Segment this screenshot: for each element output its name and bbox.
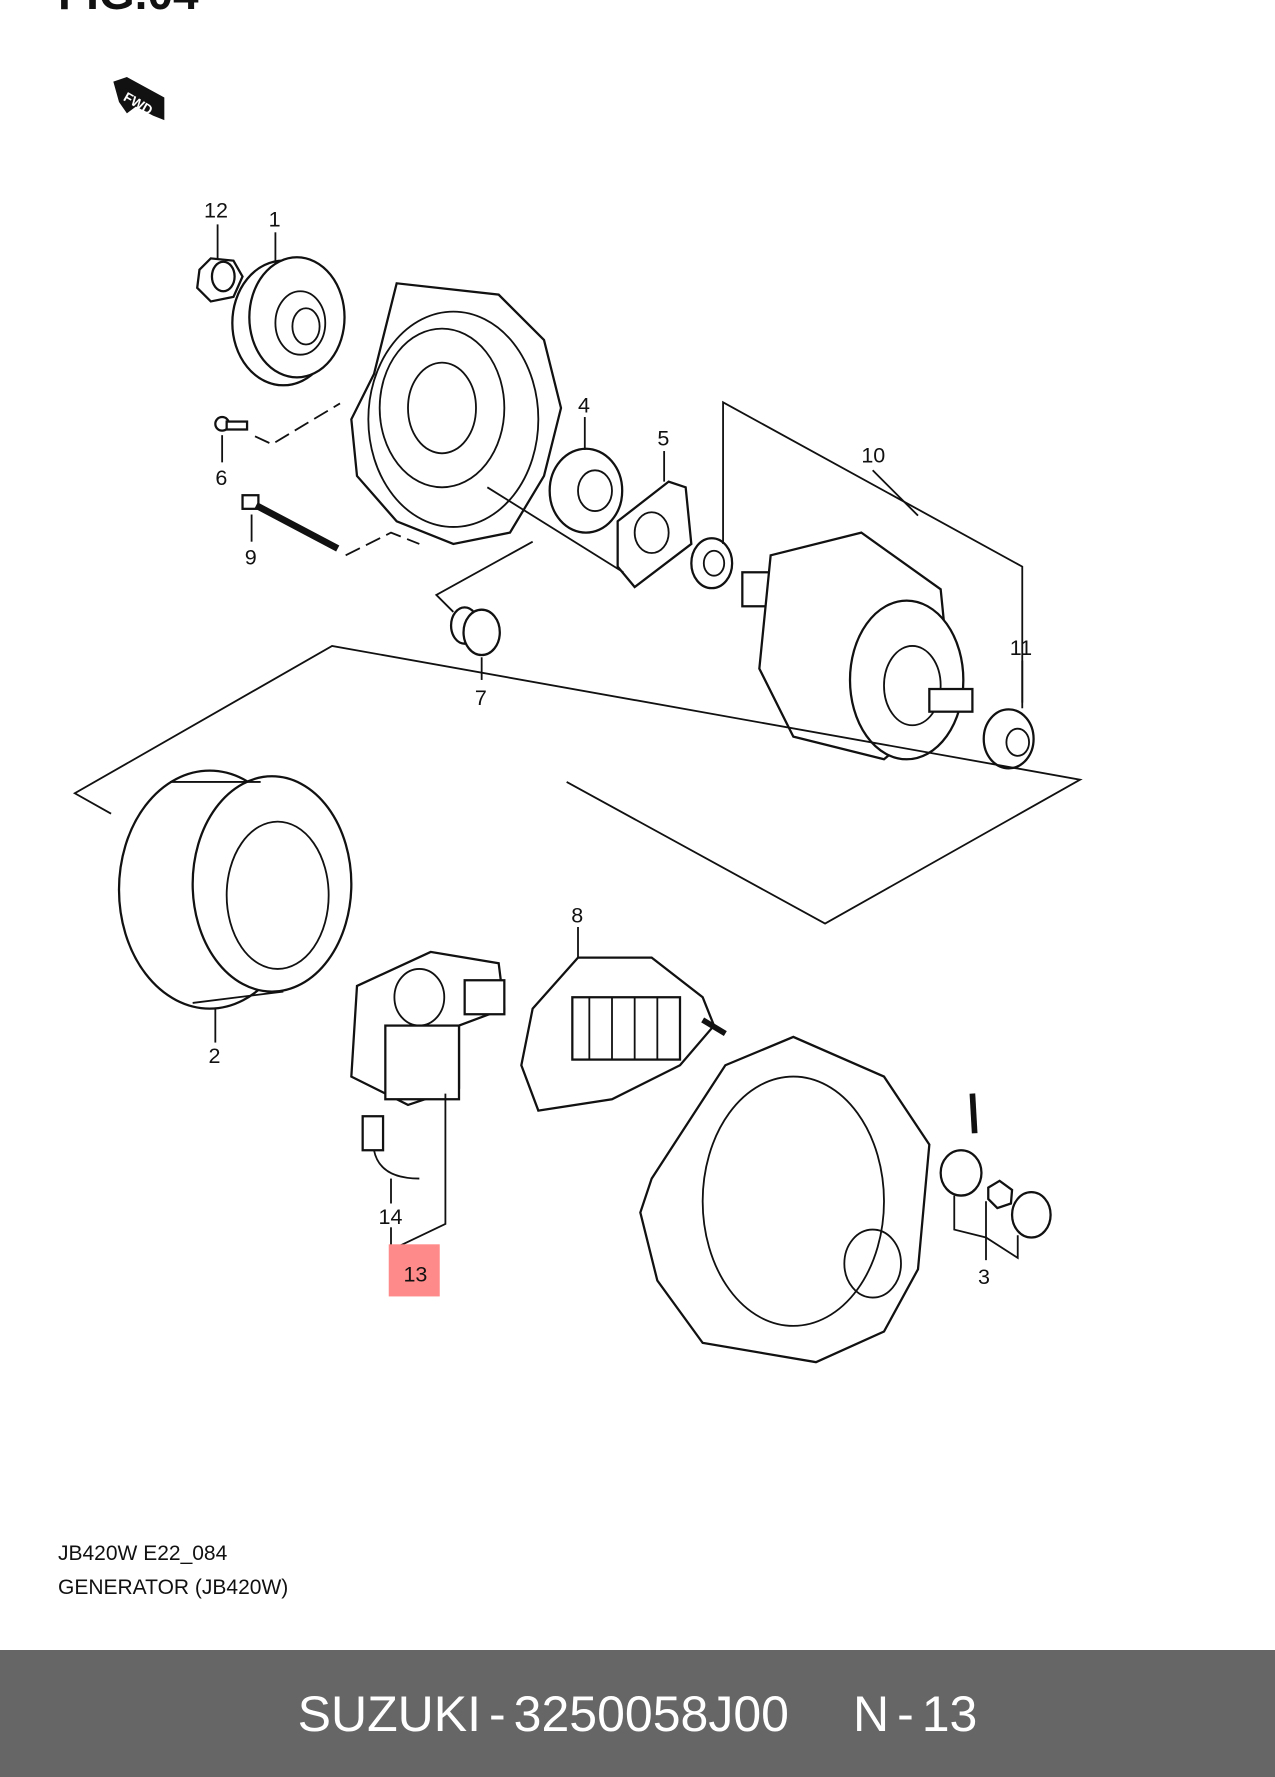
part-7-bushing <box>449 606 501 657</box>
diagram-name: GENERATOR (JB420W) <box>58 1576 289 1599</box>
part-12-nut <box>196 257 244 303</box>
part-2-stator <box>117 769 353 1010</box>
callout-5: 5 <box>657 426 669 450</box>
figure-title: FIG.04 <box>58 0 199 20</box>
part-number: 3250058J00 <box>513 1685 789 1742</box>
callout-11: 11 <box>1010 636 1032 660</box>
part-14-connector <box>361 1115 420 1180</box>
callout-1: 1 <box>269 208 281 232</box>
diagram-code: JB420W E22_084 <box>58 1542 228 1565</box>
ref-number: 13 <box>921 1685 978 1742</box>
callout-9: 9 <box>245 545 257 569</box>
callout-7: 7 <box>475 686 487 710</box>
callout-6: 6 <box>215 466 227 490</box>
part-8-rectifier <box>520 956 727 1112</box>
part-footer-bar: SUZUKI - 3250058J00 N - 13 <box>0 1650 1275 1777</box>
callout-4: 4 <box>578 394 590 418</box>
front-housing <box>350 282 563 546</box>
fwd-arrow-icon: FWD <box>113 77 165 121</box>
rear-housing <box>639 1035 931 1364</box>
callout-13-highlight <box>388 1244 440 1297</box>
part-11-slip-ring <box>982 708 1035 770</box>
brand: SUZUKI <box>297 1685 482 1742</box>
ref-prefix: N <box>852 1685 890 1742</box>
callout-12: 12 <box>204 199 228 223</box>
part-3-terminal <box>939 1093 1052 1239</box>
part-13-regulator <box>350 950 506 1107</box>
callout-2: 2 <box>209 1044 221 1068</box>
callout-14: 14 <box>379 1205 403 1229</box>
part-6-screw <box>214 402 341 446</box>
callout-10: 10 <box>861 443 885 467</box>
callout-8: 8 <box>571 903 583 927</box>
exploded-parts-diagram: FWD <box>72 77 1083 1364</box>
separator: - <box>489 1685 506 1742</box>
part-10-rotor <box>690 531 974 761</box>
callout-13: 13 <box>403 1263 427 1287</box>
part-5-plate <box>616 480 693 589</box>
part-4-bearing <box>548 447 624 534</box>
callout-3: 3 <box>978 1265 990 1289</box>
part-1-pulley <box>231 256 346 387</box>
part-9-bolt <box>241 494 420 557</box>
separator-2: - <box>897 1685 914 1742</box>
